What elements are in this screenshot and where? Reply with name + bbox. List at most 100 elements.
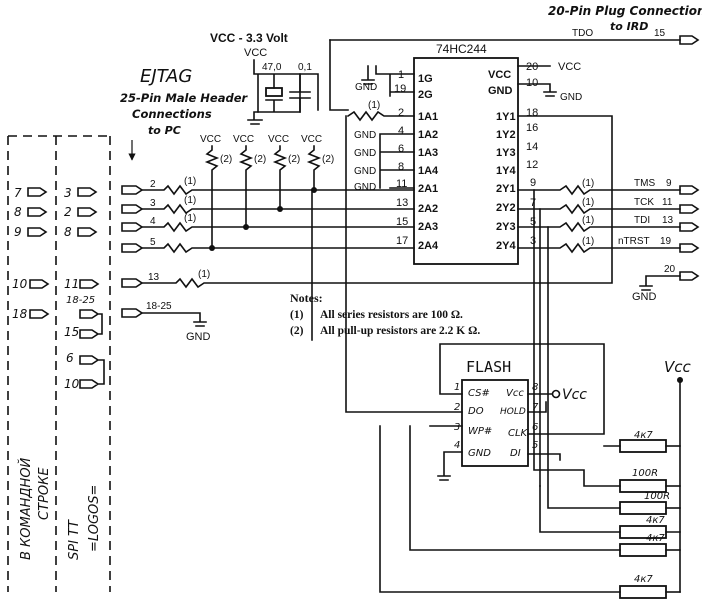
pc-pin-shape [121,243,144,253]
pc-pin-number: 3 [150,198,156,209]
chip-pin-num: 10 [526,77,538,89]
pullup-mark: (2) [288,154,300,165]
resistor-value: 4к7 [646,533,665,544]
col2-pin: 10 [64,377,80,391]
resistor-value: 100R [632,468,658,479]
pc-pin-number: 13 [148,272,160,283]
ird-pin-shape [679,222,700,232]
line-pin3 [141,203,415,215]
flash-pin-num: 6 [532,422,538,433]
chip-pin-label: 2Y4 [496,240,516,252]
ird-pin-number: 20 [664,264,676,275]
gnd-symbol [361,65,375,85]
chip-pin-label: 2G [418,89,433,101]
flash-pin-label: CLK [508,428,529,439]
flash-wiring [311,115,621,593]
series-mark: (1) [184,176,196,187]
chip-pin-num: 18 [526,107,538,119]
pc-pin-number: 5 [150,237,156,248]
flash-pin-label: DI [510,448,521,459]
pc-pin-shape [121,204,144,214]
chip-pin-label: GND [488,85,513,97]
pc-gnd-label: GND [186,331,211,343]
gnd-label: GND [355,82,377,93]
flash-pin-label: CS# [468,388,490,399]
chip-left-pins: 1 1G 19 2G 2 1A1 4 1A2 6 1A3 8 1A4 11 2A… [394,69,439,252]
col1-pin: 8 [14,205,22,219]
vertical-text-1: В КОМАНДНОЙ [18,457,34,560]
chip-pin-num: 8 [398,161,404,173]
chip-pin-num: 17 [396,235,408,247]
right-resistor-ladder: Vcc 4к7 100R 100R 4к7 4к7 4к7 [539,358,692,599]
resistor-value: 100R [644,491,670,502]
ird-signal-name: nTRST [618,236,650,247]
chip-pin-num: 19 [394,83,406,95]
chip-pin-label: VCC [488,69,511,81]
note2-text: All pull-up resistors are 2.2 K Ω. [320,325,480,337]
left-return-buses [379,425,621,593]
pc-pin-number: 4 [150,216,156,227]
flash-chip: FLASH 1 CS# 2 DO 3 WP# 4 GND Vcc 8 HOLD … [437,358,587,481]
bus-2y1 [533,189,621,487]
col2-pin: 6 [66,351,74,365]
ird-pin-15 [679,35,700,45]
line-pin2 [141,184,415,196]
ird-pin-shape [679,185,700,195]
flash-vcc-terminal [551,389,561,399]
vertical-text-2: СТРОКЕ [37,467,52,520]
male-header-line1: 25-Pin Male Header [120,91,249,105]
vertical-text-4: =LOGOS= [87,485,102,552]
chip-pin-num: 14 [526,141,538,153]
flash-pin-label: Vcc [506,388,524,399]
tdo-wire [329,39,349,111]
ejtag-title: EJTAG [140,66,192,87]
chip-pin-label: 1Y2 [496,129,516,141]
chip-pin-num: 15 [396,216,408,228]
col1-pin: 18 [12,307,28,321]
pc-pin-shape [121,222,144,232]
pullup-r2 [238,145,254,227]
pullup-resistors: VCC VCC VCC VCC (2) (2) (2) (2) [200,134,334,249]
chip-pin-label: 1Y4 [496,165,516,177]
chip-pin-label: 1Y3 [496,147,516,159]
chip-pin-num: 11 [396,178,407,190]
chip-pin-num: 1 [398,69,404,81]
col2-pin: 2 [64,205,72,219]
pc-pin-shape [121,278,144,288]
cap-wires [253,59,319,113]
cap2-value: 0,1 [298,62,312,73]
chip-74hc244 [413,57,519,265]
tdo-pin: 15 [654,28,666,39]
chip-pin-num: 20 [526,61,538,73]
col2-pin: 8 [64,225,72,239]
gnd-label: GND [354,130,376,141]
bus-2y3 [547,226,621,509]
pullup-r1 [204,145,220,249]
pullup-mark: (2) [254,154,266,165]
col2-pin: 11 [64,277,79,291]
flash-pin-num: 2 [454,402,460,413]
chip-pin-num: 9 [530,177,536,189]
pullup-r3 [272,145,288,209]
flash-do-wire [345,115,463,413]
pc-pin-number: 18-25 [146,301,172,312]
note1-mark: (1) [290,309,304,321]
chip-pin-label: 2Y3 [496,221,516,233]
flash-pin-label: GND [468,448,491,459]
flash-gnd-wire [437,451,463,481]
pullup-vcc-label: VCC [301,134,322,145]
chip-pin-label: 1A2 [418,129,438,141]
series-mark: (1) [368,100,380,111]
cap-gnd-wires [247,73,311,125]
resistor-value: 4к7 [646,515,665,526]
ird-output-lines: (1) (1) (1) (1) TMS 9 TCK 11 TDI 13 nTRS… [517,178,700,303]
series-mark: (1) [582,178,594,189]
chip-pin-num: 13 [396,197,408,209]
col2-pin: 3 [64,186,72,200]
chip-pin-num: 3 [530,235,536,247]
resistor-r3 [619,501,667,515]
line-pin13 [141,115,613,289]
flash-pin-label: HOLD [500,407,526,417]
plug-subtitle: to IRD [610,20,648,33]
